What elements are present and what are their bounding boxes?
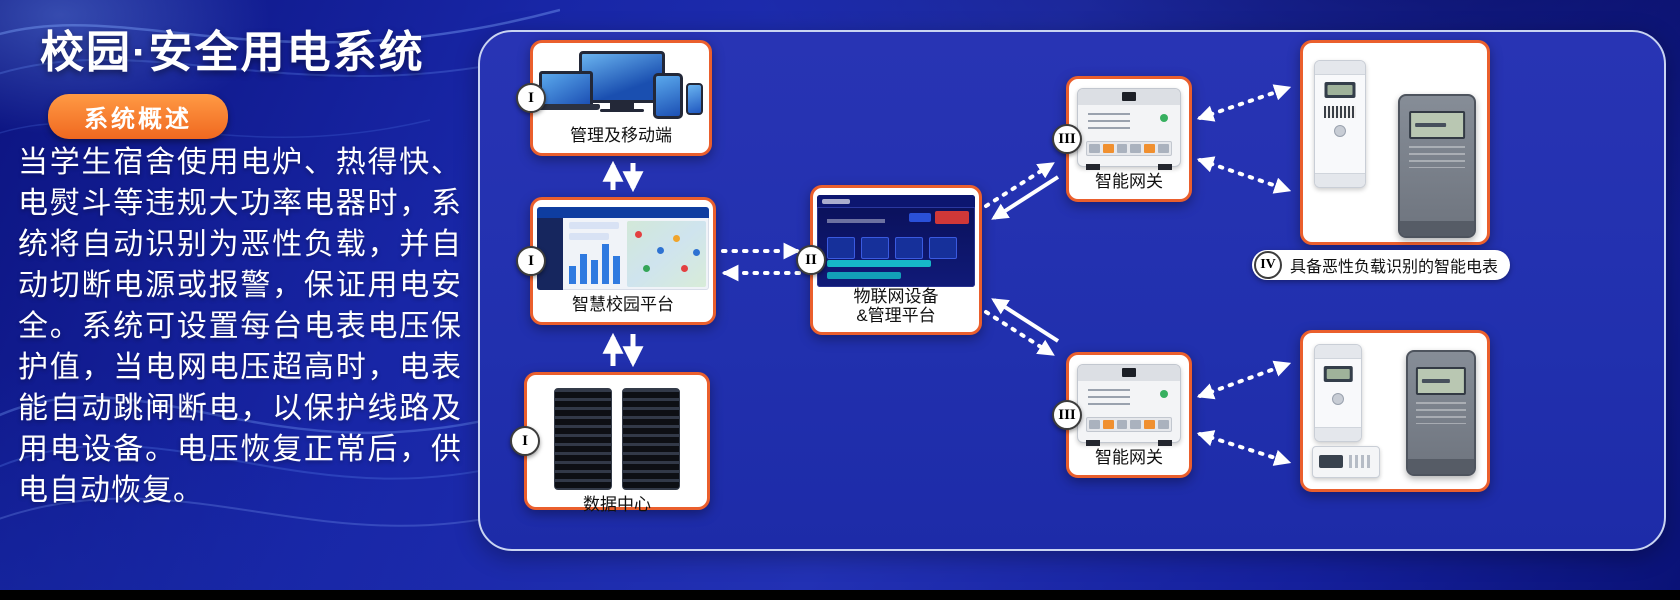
numeral-badge: II — [796, 245, 826, 275]
node-smart-meters-bottom — [1300, 330, 1490, 492]
usb-port-icon — [1122, 368, 1136, 377]
bottom-black-bar — [0, 590, 1680, 600]
node-label-line1: 物联网设备 — [853, 287, 939, 306]
node-smart-gateway-bottom: III 智能网关 — [1052, 352, 1192, 478]
dashboard-bar-chart — [569, 240, 621, 284]
dashboard-map — [627, 221, 706, 287]
overview-badge: 系统概述 — [48, 94, 228, 139]
gateway-text-lines — [1088, 389, 1130, 407]
terminal-block — [1086, 417, 1172, 432]
laptop-icon — [534, 71, 600, 110]
node-iot-platform: II 物联网设备 &管理平台 — [796, 185, 982, 335]
numeral-badge: IV — [1254, 251, 1282, 279]
node-label: 物联网设备 &管理平台 — [854, 287, 939, 327]
gateway-device-illustration — [1077, 88, 1181, 170]
iot-tiles — [827, 237, 957, 259]
server-rack-icon — [554, 388, 612, 490]
node-label: 智能网关 — [1095, 172, 1163, 191]
system-description: 当学生宿舍使用电炉、热得快、电熨斗等违规大功率电器时，系统将自动识别为恶性负载，… — [18, 146, 462, 507]
gateway-device-illustration — [1077, 364, 1181, 446]
meters-caption-label: 具备恶性负载识别的智能电表 — [1290, 259, 1499, 276]
devices-illustration — [534, 51, 703, 121]
phone-icon — [686, 83, 703, 115]
node-label-line2: &管理平台 — [856, 306, 936, 325]
iot-text-line — [827, 219, 885, 223]
dashboard-kpi — [569, 222, 619, 229]
energy-meter-icon — [1406, 350, 1476, 476]
iot-button — [909, 213, 931, 222]
energy-meter-icon — [1398, 94, 1476, 238]
node-label: 智慧校园平台 — [572, 295, 674, 314]
node-label: 智能网关 — [1095, 448, 1163, 467]
dashboard-header — [537, 207, 709, 218]
node-management-mobile: I 管理及移动端 — [516, 40, 712, 156]
tablet-icon — [653, 73, 683, 119]
background-wave-decoration — [0, 8, 560, 527]
numeral-badge: III — [1052, 124, 1082, 154]
node-label: 管理及移动端 — [570, 126, 672, 145]
status-led-icon — [1160, 114, 1168, 122]
din-module-icon — [1312, 446, 1380, 478]
usb-port-icon — [1122, 92, 1136, 101]
iot-bar — [827, 260, 931, 267]
din-meter-icon — [1314, 60, 1366, 188]
numeral-badge: III — [1052, 400, 1082, 430]
terminal-block — [1086, 141, 1172, 156]
dashboard-kpi — [569, 233, 609, 240]
node-label: 数据中心 — [583, 495, 651, 514]
server-rack-icon — [622, 388, 680, 490]
gateway-text-lines — [1088, 113, 1130, 131]
node-smart-campus-platform: I 智慧校园平台 — [516, 197, 716, 325]
iot-dashboard-screenshot — [817, 195, 975, 287]
node-data-center: I 数据中心 — [510, 372, 710, 514]
iot-header — [817, 195, 975, 208]
numeral-badge: I — [516, 246, 546, 276]
iot-logo — [822, 199, 850, 204]
iot-alert-button — [935, 211, 969, 224]
meters-caption: IV 具备恶性负载识别的智能电表 — [1252, 250, 1511, 280]
dashboard-screenshot — [537, 207, 709, 290]
node-smart-gateway-top: III 智能网关 — [1052, 76, 1192, 202]
din-meter-icon — [1314, 344, 1362, 442]
numeral-badge: I — [510, 426, 540, 456]
numeral-badge: I — [516, 83, 546, 113]
meters-illustration — [1306, 48, 1484, 238]
meters-illustration — [1306, 338, 1484, 484]
iot-bar — [827, 272, 901, 279]
page-title: 校园·安全用电系统 — [40, 28, 425, 77]
node-smart-meters-top — [1300, 40, 1490, 245]
status-led-icon — [1160, 390, 1168, 398]
server-rack-illustration — [554, 388, 680, 490]
